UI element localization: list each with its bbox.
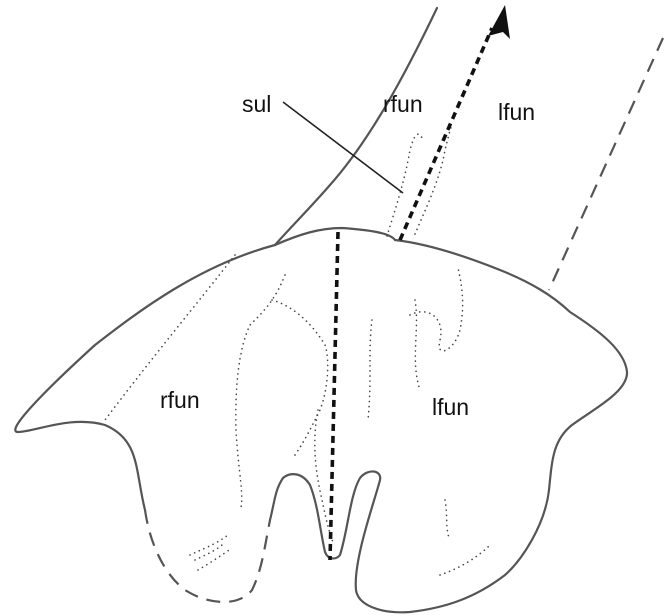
stipple-rfun-region <box>236 275 285 510</box>
stipple-stalk-right <box>415 124 452 234</box>
stalk-left-edge <box>275 8 437 245</box>
label-lfun-top: lfun <box>498 99 535 125</box>
stalk-right-dashed-edge <box>549 38 663 290</box>
label-rfun-top: rfun <box>383 91 423 117</box>
label-rfun-body: rfun <box>160 387 200 413</box>
stipple-lfun-lower <box>440 500 490 575</box>
stipple-lfun-left-ridge <box>368 320 372 420</box>
body-outline-lower-left <box>15 245 275 510</box>
lower-left-dashed-margin <box>145 510 270 602</box>
label-sul: sul <box>242 91 271 117</box>
arrow-dashed-shaft <box>400 28 492 240</box>
stipple-lfun-zigzag <box>410 268 463 390</box>
arrow-head-icon <box>488 5 510 39</box>
stipple-rfun-inner <box>272 300 328 455</box>
midline-dashed-axis <box>330 232 338 560</box>
label-lfun-body: lfun <box>432 394 469 420</box>
body-outline <box>270 228 627 612</box>
stipple-lower-left-patch <box>190 535 232 570</box>
